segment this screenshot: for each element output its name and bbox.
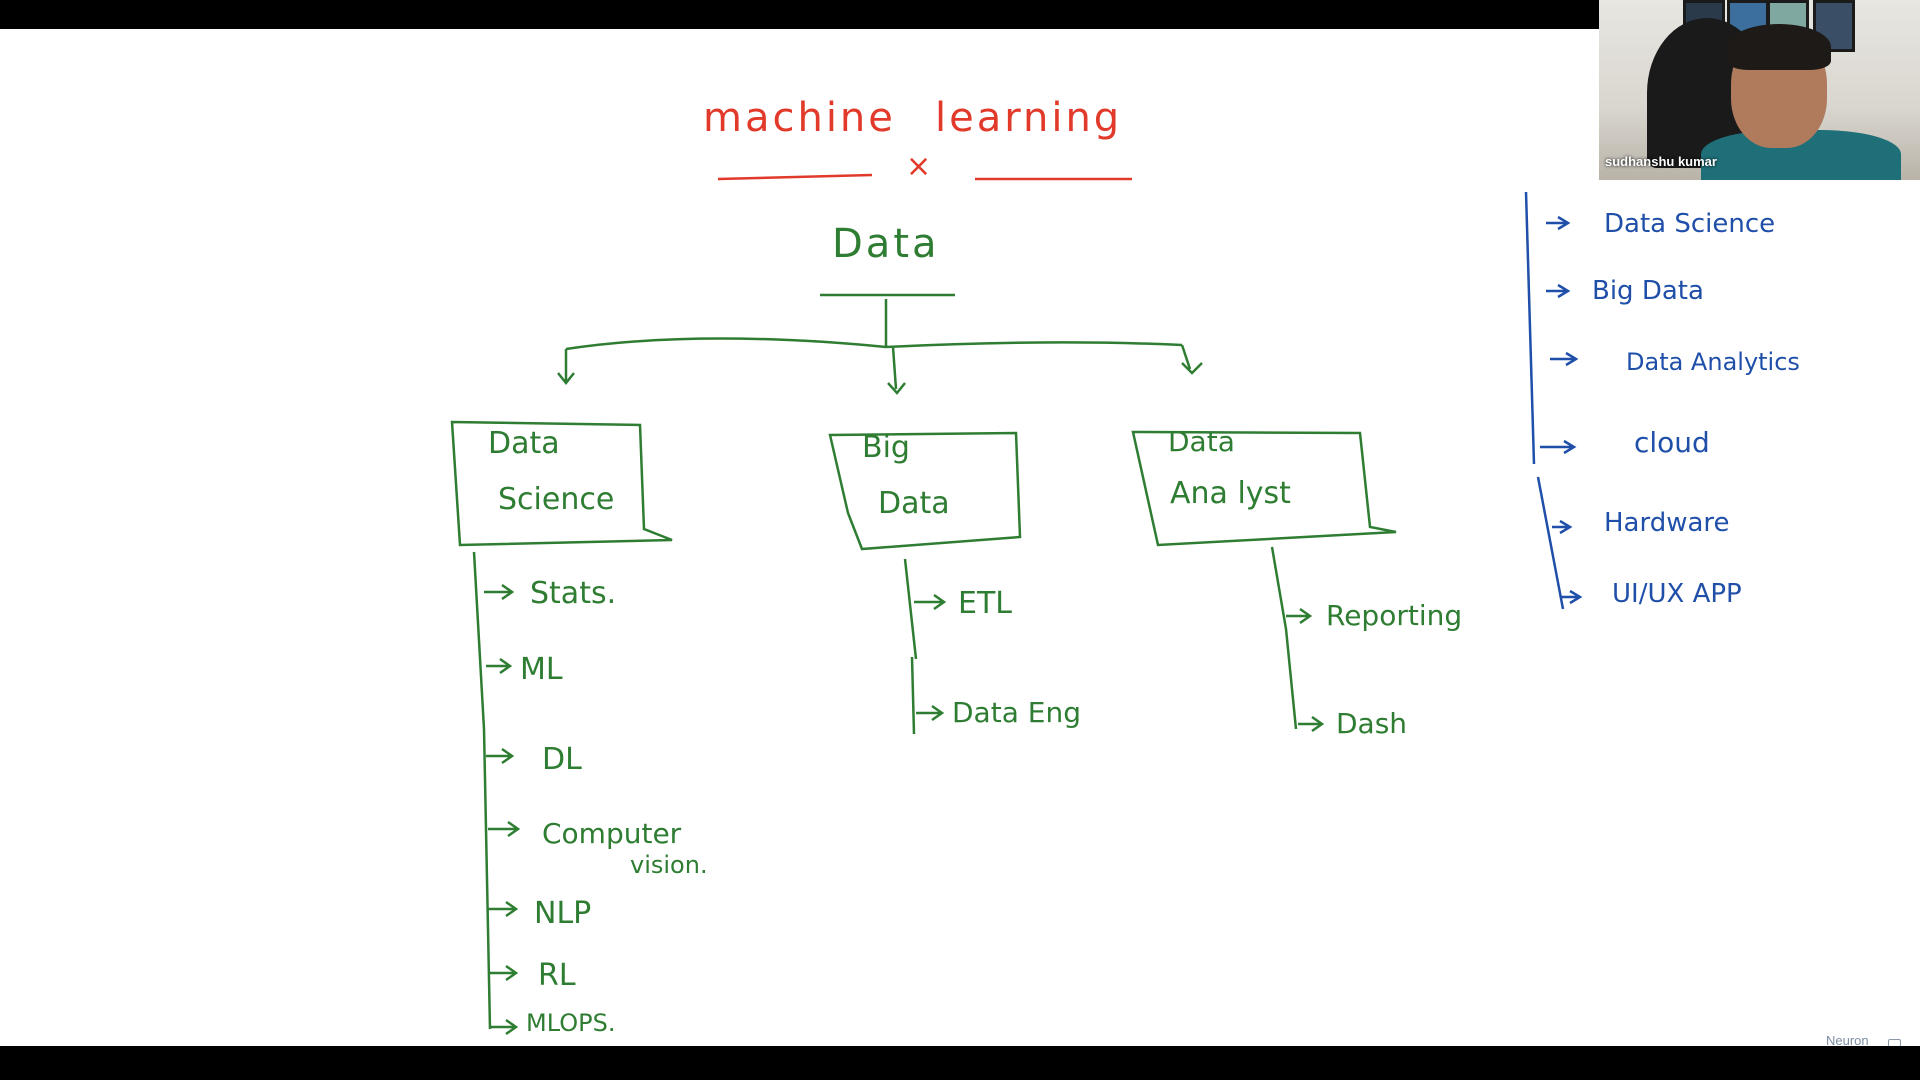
bottom-letterbox-bar: [0, 1046, 1920, 1080]
side-data-science: Data Science: [1604, 209, 1775, 239]
data-analyst-branch: [1270, 546, 1325, 733]
root-data-label: Data: [832, 221, 940, 267]
title-learning: learning: [935, 95, 1122, 141]
item-rl: RL: [538, 958, 576, 993]
item-nlp: NLP: [534, 896, 591, 931]
item-stats: Stats.: [530, 576, 616, 611]
title-machine: machine: [703, 95, 896, 141]
webcam-feed: sudhanshu kumar: [1599, 0, 1920, 180]
side-big-data: Big Data: [1592, 276, 1704, 306]
title-underline-left: [717, 173, 873, 181]
item-computer: Computer: [542, 817, 682, 850]
item-dash: Dash: [1336, 707, 1407, 740]
neuron-logo: Neuron: [1826, 1033, 1869, 1046]
whiteboard-canvas: machine learning × Data Data Science Big…: [0, 29, 1920, 1046]
item-reporting: Reporting: [1326, 599, 1462, 632]
side-hardware: Hardware: [1604, 508, 1730, 538]
side-data-analytics: Data Analytics: [1626, 348, 1800, 376]
item-ml: ML: [520, 652, 563, 687]
item-etl: ETL: [958, 586, 1012, 621]
side-list-branch: [1524, 191, 1583, 610]
item-vision: vision.: [630, 851, 708, 879]
box-data-analyst-line1: Data: [1168, 425, 1235, 458]
whiteboard-drawing: machine learning × Data Data Science Big…: [450, 95, 1800, 1037]
box-big-data-line1: Big: [862, 430, 910, 465]
box-big-data-line2: Data: [878, 486, 950, 521]
person-hair: [1727, 24, 1831, 70]
box-data-analyst-line2: Ana lyst: [1170, 476, 1291, 511]
item-data-eng: Data Eng: [952, 696, 1081, 729]
big-data-branch: [903, 558, 947, 735]
item-mlops: MLOPS.: [526, 1009, 615, 1037]
side-cloud: cloud: [1634, 426, 1710, 459]
participant-name: sudhanshu kumar: [1605, 154, 1717, 169]
title-cross-mark: ×: [906, 149, 931, 184]
box-data-science-line1: Data: [488, 426, 560, 461]
item-dl: DL: [542, 742, 582, 777]
box-data-science-line2: Science: [498, 482, 614, 517]
side-ui-ux-app: UI/UX APP: [1612, 579, 1742, 609]
expand-icon[interactable]: [1888, 1039, 1901, 1046]
tree-connectors: [557, 299, 1203, 395]
box-outlines: [450, 420, 1397, 551]
data-science-branch: [472, 551, 521, 1036]
